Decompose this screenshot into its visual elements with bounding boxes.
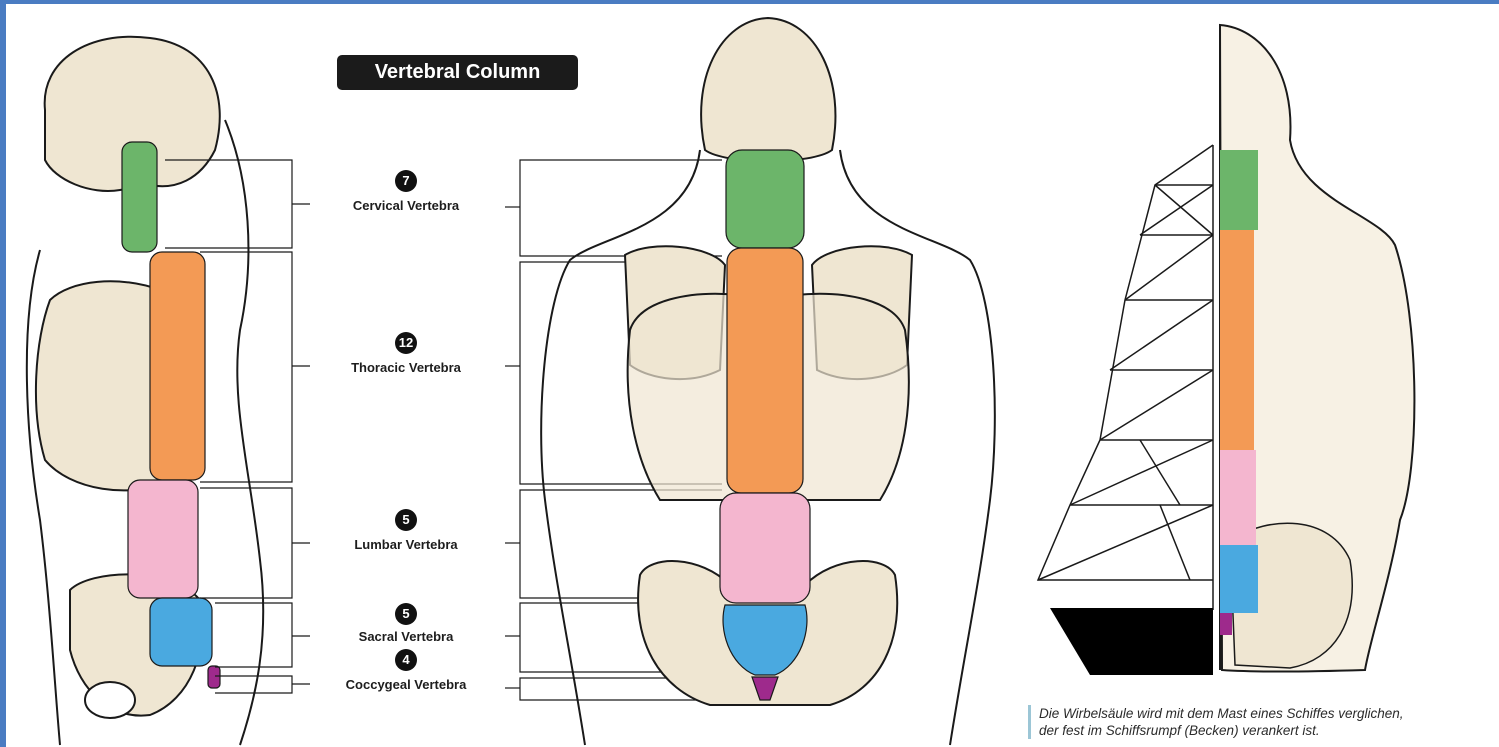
ship-coccyx-segment xyxy=(1220,613,1232,635)
ship-comparison-caption: Die Wirbelsäule wird mit dem Mast eines … xyxy=(1028,705,1499,739)
ship-rigging xyxy=(1038,145,1213,610)
side-cervical-segment xyxy=(122,142,157,252)
side-coccyx-segment xyxy=(208,666,220,688)
caption-line-2: der fest im Schiffsrumpf (Becken) verank… xyxy=(1039,722,1499,739)
lumbar-label: Lumbar Vertebra xyxy=(316,537,496,552)
thoracic-count-badge: 12 xyxy=(395,332,417,354)
ship-sacral-segment xyxy=(1220,545,1258,613)
ship-comparison xyxy=(1038,25,1414,675)
back-head xyxy=(701,18,835,161)
ship-cervical-segment xyxy=(1220,150,1258,230)
side-thoracic-segment xyxy=(150,252,205,480)
side-sacral-segment xyxy=(150,598,212,666)
coccygeal-count-badge: 4 xyxy=(395,649,417,671)
back-spine xyxy=(720,150,810,700)
diagram-title: Vertebral Column xyxy=(337,55,578,90)
cervical-count-badge: 7 xyxy=(395,170,417,192)
back-lumbar-segment xyxy=(720,493,810,603)
ship-thoracic-segment xyxy=(1220,230,1254,450)
back-thoracic-segment xyxy=(727,248,803,493)
ship-hull xyxy=(1050,608,1213,675)
cervical-label: Cervical Vertebra xyxy=(316,198,496,213)
sacral-count-badge: 5 xyxy=(395,603,417,625)
back-cervical-segment xyxy=(726,150,804,248)
coccygeal-label: Coccygeal Vertebra xyxy=(316,677,496,692)
caption-line-1: Die Wirbelsäule wird mit dem Mast eines … xyxy=(1039,705,1499,722)
side-lumbar-segment xyxy=(128,480,198,598)
side-pelvis-hole xyxy=(85,682,135,718)
ship-lumbar-segment xyxy=(1220,450,1256,545)
thoracic-label: Thoracic Vertebra xyxy=(316,360,496,375)
lumbar-count-badge: 5 xyxy=(395,509,417,531)
sacral-label: Sacral Vertebra xyxy=(316,629,496,644)
